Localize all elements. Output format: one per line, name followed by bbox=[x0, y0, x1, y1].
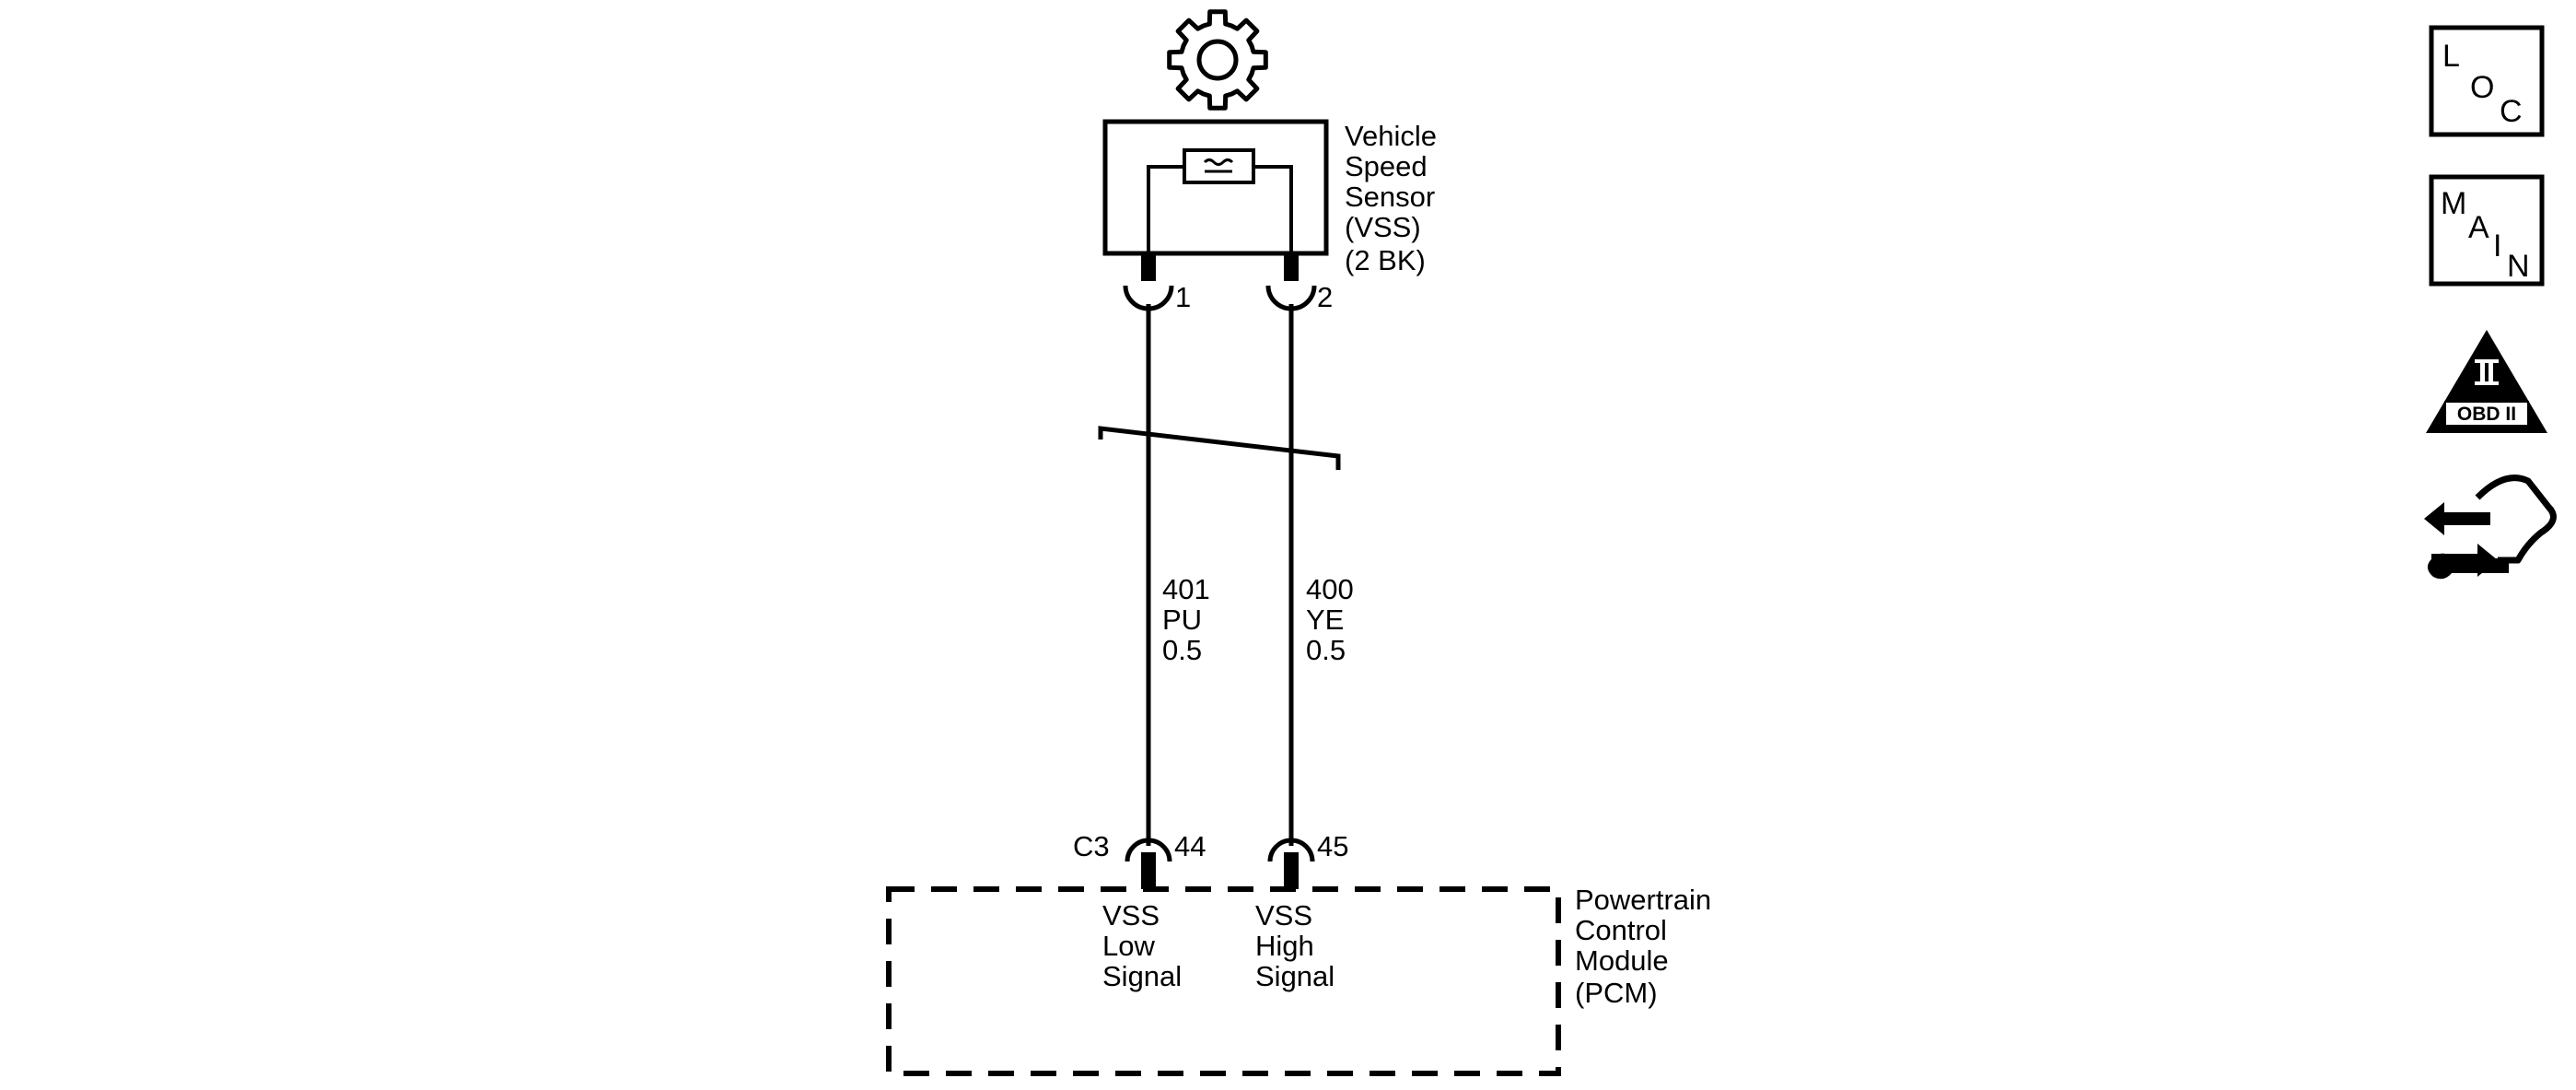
sensor-pin2-label: 2 bbox=[1317, 281, 1333, 313]
hand-wrench-arrow-icon[interactable] bbox=[2424, 475, 2557, 580]
sensor-label-line: Sensor bbox=[1345, 181, 1435, 213]
svg-text:Powertrain: Powertrain bbox=[1575, 884, 1711, 916]
pcm-connector-label: C3 bbox=[1073, 830, 1110, 862]
svg-text:0.5: 0.5 bbox=[1162, 634, 1202, 666]
sensor-label-line: Speed bbox=[1345, 150, 1428, 182]
svg-text:Control: Control bbox=[1575, 914, 1667, 946]
svg-text:Low: Low bbox=[1102, 930, 1155, 962]
obd-ii-icon[interactable]: OBD II bbox=[2426, 330, 2547, 433]
gear-icon bbox=[1167, 9, 1268, 111]
svg-text:M: M bbox=[2441, 186, 2466, 221]
wire-break-symbol bbox=[1098, 426, 1341, 470]
svg-text:I: I bbox=[2493, 229, 2501, 264]
svg-text:PU: PU bbox=[1162, 604, 1202, 636]
svg-text:High: High bbox=[1255, 930, 1314, 962]
pcm-label: Powertrain Control Module (PCM) bbox=[1575, 884, 1711, 1009]
svg-text:400: 400 bbox=[1306, 573, 1354, 605]
svg-text:OBD II: OBD II bbox=[2457, 404, 2516, 425]
vehicle-speed-sensor bbox=[1102, 119, 1329, 281]
sensor-pin1-label: 1 bbox=[1175, 281, 1191, 313]
main-icon[interactable]: M A I N bbox=[2429, 174, 2545, 287]
pcm-pin44-connector bbox=[1125, 838, 1172, 862]
sensor-label-line: (VSS) bbox=[1345, 211, 1421, 243]
vss-high-signal-label: VSS High Signal bbox=[1255, 899, 1335, 992]
wire-401-label: 401 PU 0.5 bbox=[1162, 573, 1210, 666]
svg-text:401: 401 bbox=[1162, 573, 1210, 605]
pcm-box bbox=[886, 886, 1561, 1076]
svg-text:L: L bbox=[2442, 39, 2460, 74]
svg-text:Signal: Signal bbox=[1255, 960, 1335, 992]
svg-text:A: A bbox=[2468, 210, 2489, 245]
sensor-label-line: (2 BK) bbox=[1345, 244, 1426, 276]
sensor-element bbox=[1183, 148, 1255, 184]
svg-text:VSS: VSS bbox=[1102, 899, 1160, 932]
svg-text:O: O bbox=[2470, 70, 2494, 105]
pcm-pin44-label: 44 bbox=[1174, 830, 1206, 862]
svg-text:Module: Module bbox=[1575, 944, 1669, 977]
svg-text:YE: YE bbox=[1306, 604, 1344, 636]
svg-text:Signal: Signal bbox=[1102, 960, 1182, 992]
pcm-pin45-connector bbox=[1267, 838, 1315, 862]
sensor-label-line: Vehicle bbox=[1345, 120, 1437, 152]
svg-text:(PCM): (PCM) bbox=[1575, 977, 1658, 1009]
svg-text:C: C bbox=[2500, 94, 2523, 129]
svg-text:VSS: VSS bbox=[1255, 899, 1312, 932]
location-icon[interactable]: L O C bbox=[2429, 25, 2545, 137]
sensor-label: Vehicle Speed Sensor (VSS) (2 BK) bbox=[1345, 120, 1437, 276]
wire-400-label: 400 YE 0.5 bbox=[1306, 573, 1354, 666]
pcm-pin45-label: 45 bbox=[1317, 830, 1348, 862]
svg-text:0.5: 0.5 bbox=[1306, 634, 1346, 666]
vss-low-signal-label: VSS Low Signal bbox=[1102, 899, 1182, 992]
svg-text:N: N bbox=[2507, 249, 2530, 284]
